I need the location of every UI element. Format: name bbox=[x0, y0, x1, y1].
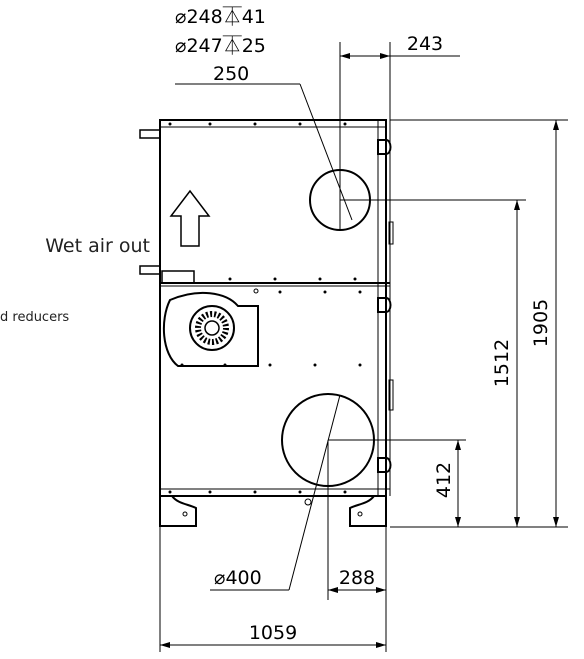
dim-1512-value: 1512 bbox=[491, 339, 513, 387]
dim-1512-arrow-top bbox=[514, 200, 520, 210]
fan-housing bbox=[162, 291, 259, 367]
dim-1059-arrow-left bbox=[160, 642, 170, 648]
dim-1905-arrow-bottom bbox=[553, 517, 559, 527]
up-arrow-icon bbox=[169, 189, 211, 247]
rivet-dot bbox=[180, 363, 184, 367]
fan-impeller-outer bbox=[189, 305, 235, 351]
base-hole-right bbox=[357, 511, 363, 517]
rivet-dot bbox=[228, 277, 232, 281]
rivet-dot bbox=[168, 490, 172, 494]
rivet-dot bbox=[358, 290, 362, 294]
base-hole-center bbox=[304, 498, 312, 506]
base-frame bbox=[159, 495, 387, 527]
fan-hub bbox=[204, 320, 220, 336]
large-duct-leader bbox=[288, 394, 341, 591]
fan-bolt bbox=[253, 288, 259, 294]
dim-288-arrow-right bbox=[376, 587, 386, 593]
dim-412-value: 412 bbox=[433, 462, 455, 498]
latch-upper bbox=[388, 221, 394, 245]
dim-1059-value: 1059 bbox=[249, 622, 297, 644]
dim-1905-value: 1905 bbox=[530, 299, 552, 347]
rivet-dot bbox=[208, 490, 212, 494]
rivet-dot bbox=[273, 277, 277, 281]
rivet-dot bbox=[343, 122, 347, 126]
reducers-note: d reducers bbox=[0, 310, 69, 325]
rivet-dot bbox=[298, 490, 302, 494]
left-stub-top bbox=[139, 129, 161, 139]
small-duct-diameter-label: 250 bbox=[213, 63, 249, 85]
small-duct-leader bbox=[299, 83, 353, 221]
small-duct-spec-1: ⌀248⏄41 bbox=[175, 6, 266, 28]
rivet-dot bbox=[253, 122, 257, 126]
hinge-middle bbox=[377, 297, 392, 313]
leg-right bbox=[349, 495, 387, 527]
hinge-top bbox=[377, 139, 392, 155]
leg-left bbox=[159, 495, 197, 527]
hinge-bottom bbox=[377, 457, 392, 473]
dim-412-arrow-bottom bbox=[455, 517, 461, 527]
small-duct-spec-2: ⌀247⏄25 bbox=[175, 35, 266, 57]
fan-impeller-inner bbox=[195, 311, 229, 345]
rivet-dot bbox=[298, 122, 302, 126]
filter-block bbox=[161, 270, 195, 284]
latch-lower bbox=[388, 379, 394, 411]
dim-412-arrow-top bbox=[455, 440, 461, 450]
fan-assembly bbox=[162, 288, 259, 367]
rivet-dot bbox=[208, 122, 212, 126]
rivet-dot bbox=[268, 363, 272, 367]
rivet-dot bbox=[318, 277, 322, 281]
dim-288-arrow-left bbox=[328, 587, 338, 593]
dim-1905-arrow-top bbox=[553, 120, 559, 130]
rivet-dot bbox=[223, 363, 227, 367]
rivet-dot bbox=[168, 122, 172, 126]
dim-243-value: 243 bbox=[407, 33, 443, 55]
rivet-dot bbox=[323, 290, 327, 294]
rivet-dot bbox=[353, 277, 357, 281]
rivet-dot bbox=[278, 290, 282, 294]
dim-288-value: 288 bbox=[339, 567, 375, 589]
rivet-dot bbox=[313, 363, 317, 367]
left-stub-middle bbox=[139, 265, 161, 275]
dim-1512-arrow-bottom bbox=[514, 517, 520, 527]
dim-243-arrow-left bbox=[340, 53, 350, 59]
large-duct-diameter-label: ⌀400 bbox=[214, 567, 262, 589]
rivet-dot bbox=[358, 363, 362, 367]
dim-243-arrow-right bbox=[380, 53, 390, 59]
base-hole-left bbox=[182, 511, 188, 517]
rivet-dot bbox=[343, 490, 347, 494]
dim-1059-arrow-right bbox=[376, 642, 386, 648]
wet-air-out-label: Wet air out bbox=[45, 235, 150, 257]
rivet-dot bbox=[253, 490, 257, 494]
